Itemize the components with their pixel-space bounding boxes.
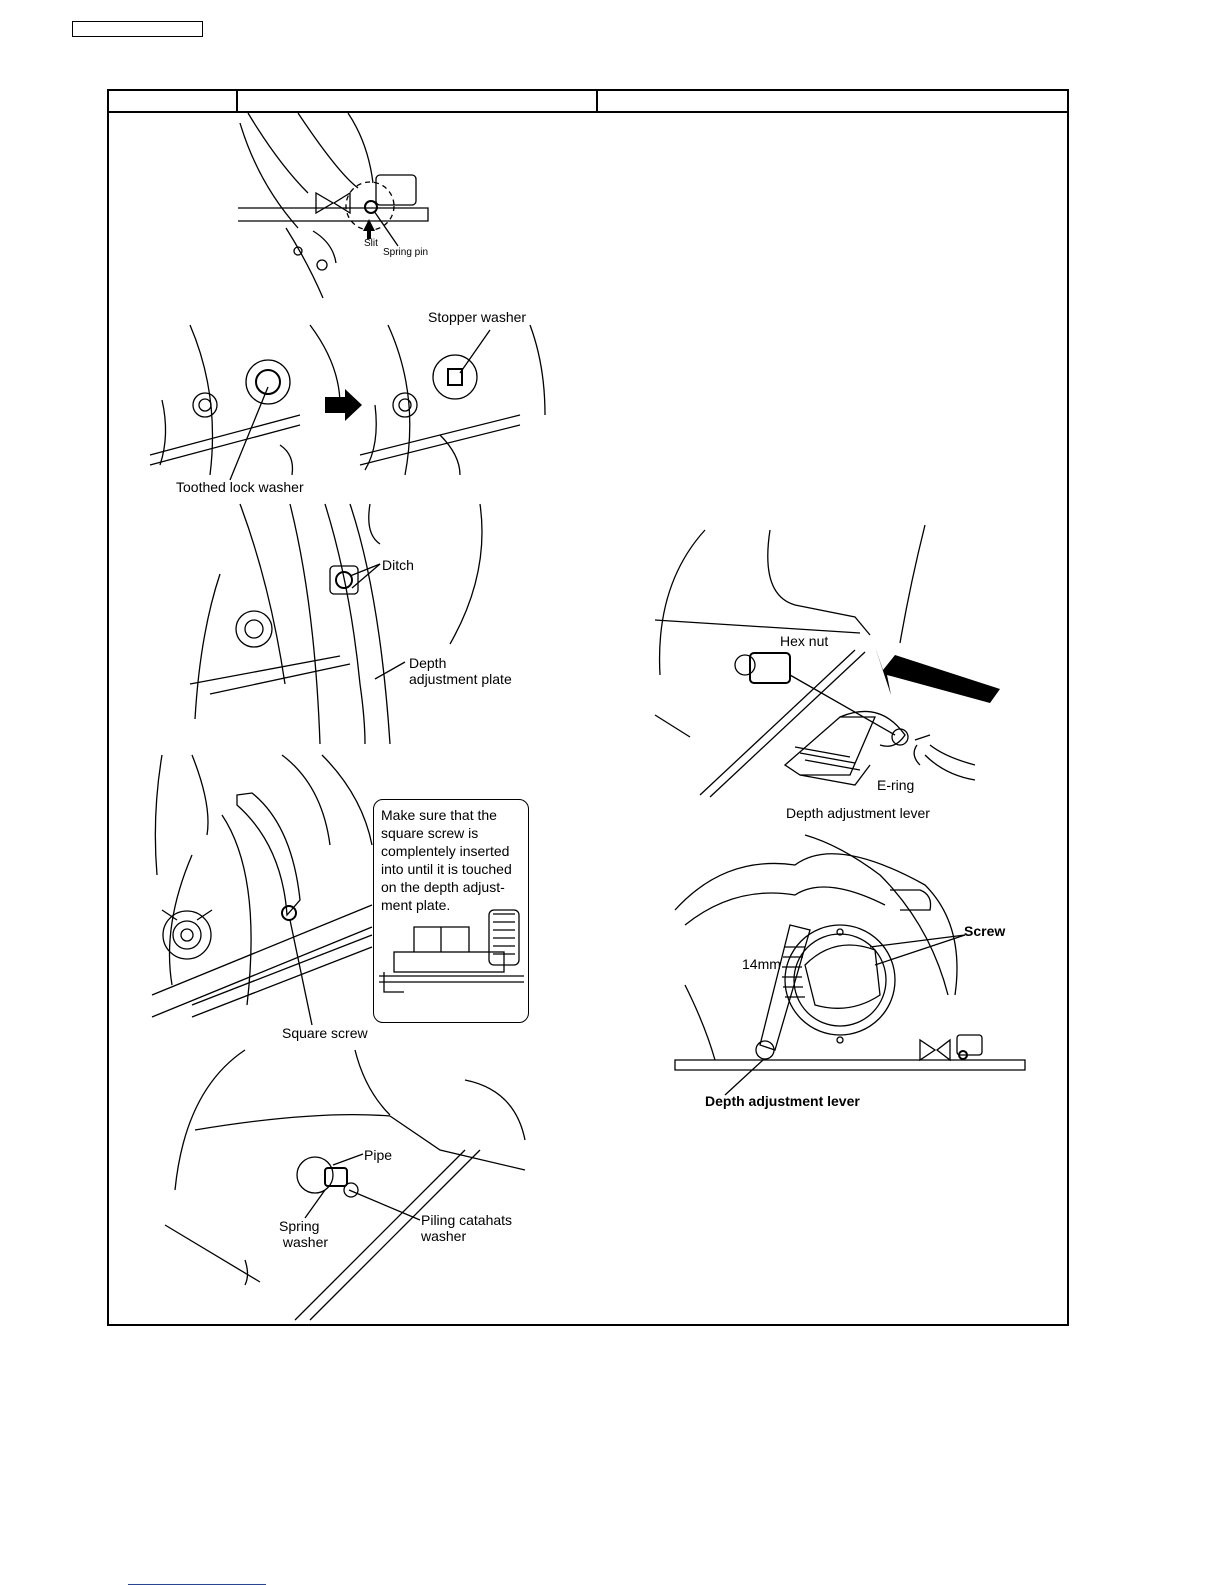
figure-depth-lever-assembly: Hex nut E-ring Depth adjustment lever (654, 524, 1005, 825)
label-ditch: Ditch (382, 557, 414, 573)
label-stopper-washer: Stopper washer (428, 309, 527, 325)
header-label-box (72, 21, 203, 37)
header-cell-1 (109, 91, 238, 111)
figure-saw-side-view: Screw 14mm Depth adjustment lever (665, 834, 1026, 1115)
label-toothed-lock-washer: Toothed lock washer (176, 479, 304, 495)
label-slit: Slit (364, 238, 378, 249)
washers-illustration (149, 324, 546, 481)
figure-square-screw: Square screw (151, 754, 382, 1045)
label-dimension-14mm: 14mm (742, 956, 781, 972)
header-cell-2 (236, 91, 598, 111)
depth-plate-illustration (189, 503, 483, 745)
label-e-ring: E-ring (877, 777, 915, 793)
figure-spring-pin: Slit Spring pin (238, 112, 438, 303)
procedure-table (107, 89, 1069, 1326)
label-depth-adjustment-lever-top: Depth adjustment lever (786, 805, 930, 821)
square-screw-illustration (151, 754, 373, 1026)
depth-lever-illustration (654, 524, 1000, 798)
label-depth-adjustment-lever-bottom: Depth adjustment lever (705, 1093, 860, 1109)
label-pipe: Pipe (364, 1147, 393, 1163)
label-hex-nut: Hex nut (780, 633, 829, 649)
label-screw: Screw (964, 923, 1006, 939)
figure-pipe-washers: Pipe Spring washer Piling catahats washe… (164, 1049, 535, 1325)
label-spring-washer: Spring washer (279, 1218, 329, 1250)
note-text: Make sure that the square screw is compl… (381, 807, 512, 913)
label-depth-adjustment-plate: Depth adjustment plate (409, 655, 512, 687)
note-box-square-screw: Make sure that the square screw is compl… (373, 799, 529, 1023)
label-square-screw: Square screw (282, 1025, 368, 1041)
saw-side-illustration (674, 834, 1026, 1096)
figure-depth-plate: Ditch Depth adjustment plate (189, 503, 530, 749)
label-piling-washer: Piling catahats washer (421, 1212, 513, 1244)
pipe-washers-illustration (164, 1049, 526, 1321)
table-header-row (109, 91, 1067, 113)
figure-washers: Stopper washer Toothed lock washer (149, 305, 550, 500)
label-spring-pin: Spring pin (383, 247, 429, 258)
note-inset-illustration (379, 909, 524, 993)
spring-pin-illustration (238, 112, 429, 299)
